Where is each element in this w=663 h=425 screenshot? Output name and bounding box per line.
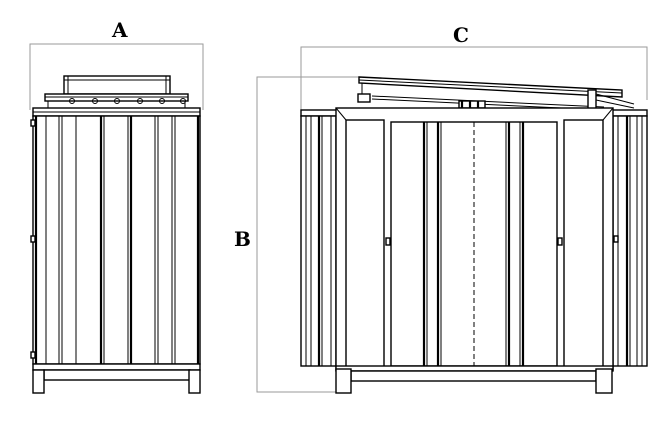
- side-leg-left: [32, 369, 45, 394]
- front-leg-left: [335, 368, 352, 394]
- side-base-frame: [43, 369, 191, 381]
- dimension-label-a: A: [111, 18, 128, 42]
- side-leg-right: [188, 369, 201, 394]
- side-ribs: [45, 116, 176, 364]
- front-base-plinth: [335, 365, 614, 372]
- front-leg-right: [595, 368, 613, 394]
- side-bolts: [69, 98, 186, 104]
- dimension-lines: [29, 43, 648, 393]
- dimension-c-line: [300, 46, 648, 112]
- front-door-right: [563, 119, 604, 369]
- dimension-b-line: [256, 76, 362, 393]
- front-view: [300, 76, 648, 394]
- front-base-frame: [350, 370, 597, 382]
- dimension-label-b: B: [234, 227, 251, 251]
- roof-gas-strut: [587, 89, 597, 111]
- dimension-a-line: [29, 43, 204, 110]
- dimension-label-c: C: [453, 23, 469, 47]
- side-view: [30, 75, 201, 394]
- side-base-plinth: [32, 363, 201, 371]
- side-lid-box: [63, 75, 171, 95]
- front-inner-ribs: [422, 122, 525, 366]
- front-door-left: [345, 119, 385, 369]
